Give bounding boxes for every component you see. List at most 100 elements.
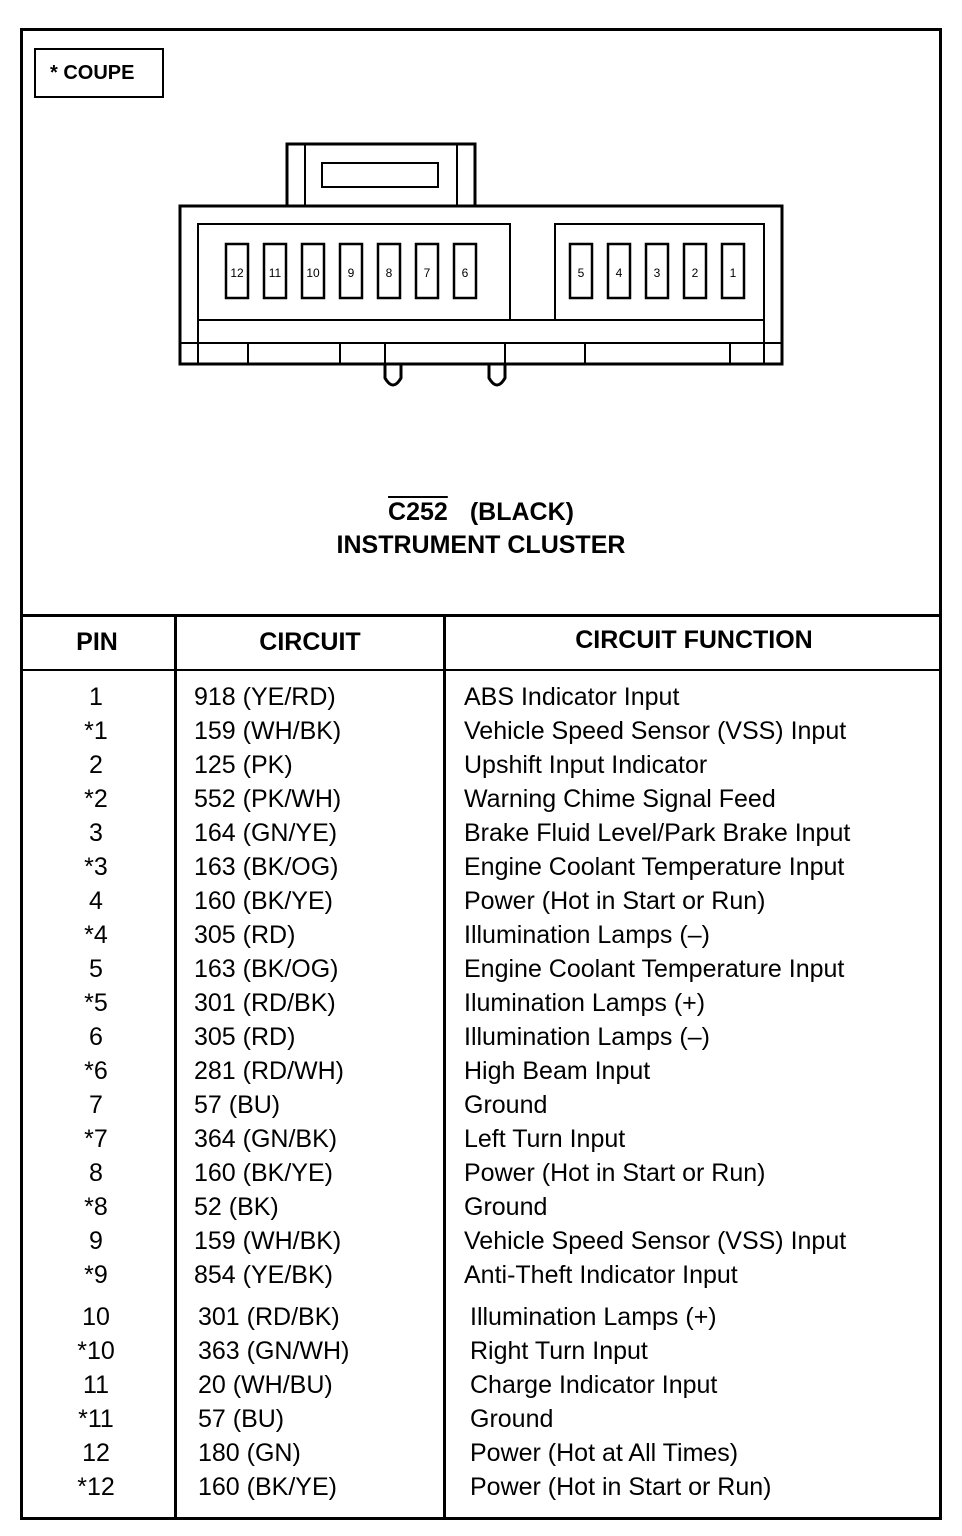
coupe-legend: * COUPE bbox=[34, 48, 164, 98]
pin-cell: *6 bbox=[84, 1057, 108, 1085]
circuit-cell: 281 (RD/WH) bbox=[194, 1057, 345, 1085]
table-row: 1 918 (YE/RD) ABS Indicator Input bbox=[0, 680, 962, 714]
pin-cavity bbox=[452, 242, 478, 300]
section-divider bbox=[20, 614, 942, 617]
pin-cell: *11 bbox=[78, 1405, 114, 1433]
circuit-cell: 854 (YE/BK) bbox=[194, 1261, 333, 1289]
table-row: *6 281 (RD/WH) High Beam Input bbox=[0, 1054, 962, 1088]
circuit-cell: 57 (BU) bbox=[198, 1405, 285, 1433]
circuit-cell: 364 (GN/BK) bbox=[194, 1125, 338, 1153]
table-row: 12 180 (GN) Power (Hot at All Times) bbox=[0, 1436, 962, 1470]
pin-number-label: 11 bbox=[269, 266, 282, 280]
pin-cavity bbox=[644, 242, 670, 300]
function-cell: Ilumination Lamps (+) bbox=[464, 989, 706, 1017]
pin-cell: *3 bbox=[84, 853, 108, 881]
function-cell: Warning Chime Signal Feed bbox=[464, 785, 776, 813]
pin-cell: 4 bbox=[89, 887, 103, 915]
pin-cell: *8 bbox=[84, 1193, 108, 1221]
circuit-cell: 301 (RD/BK) bbox=[198, 1303, 340, 1331]
pin-cell: 2 bbox=[89, 751, 103, 779]
circuit-cell: 52 (BK) bbox=[194, 1193, 279, 1221]
function-cell: Vehicle Speed Sensor (VSS) Input bbox=[464, 1227, 847, 1255]
pin-cell: 9 bbox=[89, 1227, 103, 1255]
pin-cell: 3 bbox=[89, 819, 103, 847]
table-row: *11 57 (BU) Ground bbox=[0, 1402, 962, 1436]
pin-cell: *9 bbox=[84, 1261, 108, 1289]
pin-cell: 7 bbox=[89, 1091, 103, 1119]
circuit-cell: 160 (BK/YE) bbox=[194, 1159, 333, 1187]
function-cell: ABS Indicator Input bbox=[464, 683, 680, 711]
pin-number-label: 7 bbox=[424, 266, 431, 280]
pin-cell: *12 bbox=[77, 1473, 115, 1501]
function-cell: Illumination Lamps (–) bbox=[464, 1023, 710, 1051]
function-cell: Power (Hot in Start or Run) bbox=[470, 1473, 772, 1501]
pin-number-label: 8 bbox=[386, 266, 393, 280]
pin-cavity bbox=[338, 242, 364, 300]
pin-cavity bbox=[224, 242, 250, 300]
function-cell: Engine Coolant Temperature Input bbox=[464, 853, 845, 881]
pin-cavity bbox=[376, 242, 402, 300]
pin-cell: 8 bbox=[89, 1159, 103, 1187]
circuit-cell: 160 (BK/YE) bbox=[194, 887, 333, 915]
pin-number-label: 2 bbox=[692, 266, 699, 280]
pin-cavity bbox=[300, 242, 326, 300]
diagram-frame bbox=[20, 28, 942, 1520]
function-cell: Charge Indicator Input bbox=[470, 1371, 718, 1399]
function-cell: Engine Coolant Temperature Input bbox=[464, 955, 845, 983]
function-cell: Right Turn Input bbox=[470, 1337, 648, 1365]
bottom-key-right bbox=[487, 364, 507, 387]
function-cell: Power (Hot in Start or Run) bbox=[464, 1159, 766, 1187]
function-cell: Ground bbox=[464, 1091, 548, 1119]
function-cell: High Beam Input bbox=[464, 1057, 651, 1085]
function-cell: Ground bbox=[470, 1405, 554, 1433]
pin-cell: 12 bbox=[82, 1439, 110, 1467]
pin-number-label: 12 bbox=[230, 266, 244, 280]
function-cell: Ground bbox=[464, 1193, 548, 1221]
connector-id: C252 bbox=[388, 498, 448, 526]
function-cell: Left Turn Input bbox=[464, 1125, 626, 1153]
connector-latch bbox=[285, 142, 477, 208]
bottom-key-left bbox=[383, 364, 403, 387]
connector-name: INSTRUMENT CLUSTER bbox=[336, 531, 626, 559]
circuit-cell: 363 (GN/WH) bbox=[198, 1337, 350, 1365]
pin-cell: *10 bbox=[77, 1337, 115, 1365]
pin-cavity bbox=[606, 242, 632, 300]
coupe-legend-text: * COUPE bbox=[50, 61, 135, 84]
circuit-cell: 20 (WH/BU) bbox=[198, 1371, 333, 1399]
latch-window bbox=[321, 162, 439, 188]
circuit-cell: 301 (RD/BK) bbox=[194, 989, 336, 1017]
pin-cell: 1 bbox=[89, 683, 103, 711]
circuit-cell: 305 (RD) bbox=[194, 921, 296, 949]
pin-number-label: 6 bbox=[462, 266, 469, 280]
pin-number-label: 4 bbox=[616, 266, 623, 280]
connector-title: C252(BLACK) INSTRUMENT CLUSTER bbox=[0, 496, 962, 562]
circuit-cell: 159 (WH/BK) bbox=[194, 717, 342, 745]
function-cell: Power (Hot at All Times) bbox=[470, 1439, 739, 1467]
table-row: *8 52 (BK) Ground bbox=[0, 1190, 962, 1224]
table-row: 8 160 (BK/YE) Power (Hot in Start or Run) bbox=[0, 1156, 962, 1190]
pin-cavity bbox=[720, 242, 746, 300]
function-cell: Brake Fluid Level/Park Brake Input bbox=[464, 819, 851, 847]
pin-cell: 11 bbox=[83, 1371, 109, 1399]
header-pin: PIN bbox=[76, 628, 118, 656]
pin-cavity bbox=[682, 242, 708, 300]
pin-number-label: 5 bbox=[578, 266, 585, 280]
circuit-cell: 180 (GN) bbox=[198, 1439, 301, 1467]
function-cell: Vehicle Speed Sensor (VSS) Input bbox=[464, 717, 847, 745]
pin-cell: *4 bbox=[84, 921, 108, 949]
pin-cell: *7 bbox=[84, 1125, 108, 1153]
pin-cavity bbox=[262, 242, 288, 300]
circuit-cell: 918 (YE/RD) bbox=[194, 683, 336, 711]
